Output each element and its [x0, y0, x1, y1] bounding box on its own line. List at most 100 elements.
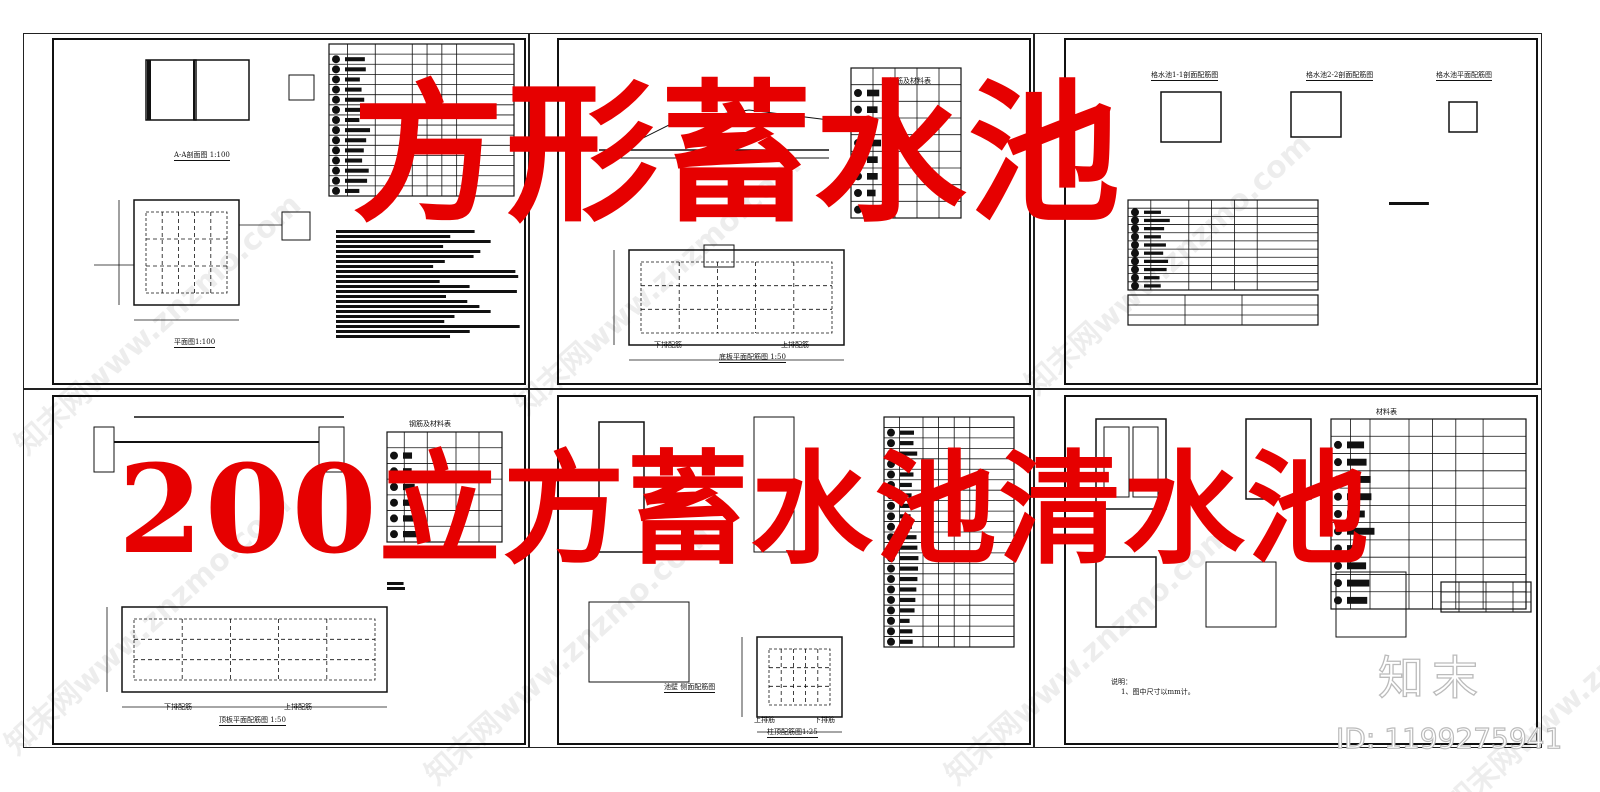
marker-circle: [1334, 440, 1342, 449]
text-bar: [1347, 545, 1362, 552]
text-bar: [1389, 202, 1429, 205]
drawing-sheet-pit-reinforcement[interactable]: 格水池1-1剖面配筋图 格水池2-2剖面配筋图 格水池平面配筋图: [1064, 38, 1538, 385]
marker-circle: [1131, 257, 1139, 266]
id-label: ID: 1199275941: [1335, 721, 1563, 755]
caption: 格水池2-2剖面配筋图: [1306, 71, 1374, 81]
drawing-rect: [1127, 294, 1319, 326]
marker-circle: [332, 166, 340, 175]
text-bar: [336, 250, 481, 253]
text-bar: [345, 138, 367, 143]
drawing-rect: [753, 416, 795, 553]
text-bar: [900, 618, 910, 623]
text-bar: [1347, 596, 1368, 604]
text-bar: [387, 587, 405, 590]
column-divider: [528, 33, 530, 748]
drawing-rect: [133, 618, 376, 681]
text-bar: [336, 265, 434, 268]
text-bar: [1144, 259, 1169, 263]
text-bar: [900, 629, 913, 634]
marker-circle: [887, 533, 895, 542]
text-bar: [1144, 218, 1170, 223]
text-bar: [900, 639, 913, 644]
marker-circle: [390, 451, 398, 460]
marker-circle: [332, 126, 340, 135]
text-bar: [1347, 441, 1365, 449]
caption: A-A剖面图 1:100: [174, 151, 230, 161]
text-bar: [900, 441, 914, 446]
drawing-rect: [703, 244, 735, 268]
drawing-rect: [1290, 91, 1342, 138]
drawing-sheet-details[interactable]: 材料表 说明： 1、图中尺寸以mm计。: [1064, 395, 1538, 745]
drawing-rect: [588, 601, 690, 683]
caption: 钢筋及材料表: [409, 420, 451, 428]
marker-circle: [1131, 281, 1139, 290]
text-bar: [900, 608, 915, 613]
text-bar: [900, 535, 917, 540]
marker-circle: [1131, 224, 1139, 233]
text-bar: [1347, 510, 1365, 518]
text-bar: [1144, 243, 1166, 247]
text-bar: [900, 430, 915, 435]
marker-circle: [332, 116, 340, 124]
text-bar: [336, 335, 451, 338]
drawing-rect: [1095, 418, 1167, 510]
caption: 顶板平面配筋图 1:50: [219, 716, 286, 726]
text-bar: [867, 189, 876, 197]
drawing-sheet-floor-reinforcement[interactable]: 钢筋及材料表 底板平面配筋图 1:50 下排配筋 上排配筋: [557, 38, 1031, 385]
text-bar: [387, 582, 404, 585]
text-bar: [345, 87, 362, 92]
text-bar: [336, 245, 444, 248]
text-bar: [900, 493, 912, 498]
text-bar: [403, 468, 412, 475]
caption: 格水池平面配筋图: [1436, 71, 1492, 81]
drawing-rect: [850, 67, 962, 219]
marker-circle: [887, 439, 895, 448]
text-bar: [345, 107, 366, 112]
drawing-rect: [145, 59, 197, 121]
text-bar: [336, 325, 520, 328]
text-bar: [900, 576, 918, 582]
drawing-sheet-section-plan[interactable]: A-A剖面图 1:100 平面图1:100: [52, 38, 526, 385]
caption: 平面图1:100: [174, 338, 216, 348]
marker-circle: [887, 470, 895, 479]
text-bar: [900, 451, 918, 456]
text-bar: [345, 97, 365, 102]
marker-circle: [887, 512, 895, 521]
marker-circle: [332, 65, 340, 74]
text-bar: [336, 230, 475, 233]
text-bar: [336, 270, 516, 273]
text-bar: [345, 57, 365, 62]
drawing-sheet-roof-reinforcement[interactable]: 钢筋及材料表 顶板平面配筋图 1:50 下排配筋 上排配筋: [52, 395, 526, 745]
marker-circle: [854, 155, 862, 164]
marker-circle: [390, 530, 398, 539]
caption: 格水池1-1剖面配筋图: [1151, 71, 1219, 81]
drawing-rect: [628, 249, 845, 346]
text-bar: [336, 330, 470, 333]
marker-circle: [390, 514, 398, 523]
text-bar: [1347, 527, 1375, 535]
marker-circle: [1131, 216, 1139, 225]
drawing-linework: [1127, 91, 1478, 326]
drawing-rect: [328, 43, 515, 197]
text-bar: [345, 168, 369, 173]
marker-circle: [887, 595, 895, 604]
drawing-linework: [93, 416, 503, 708]
text-bar: [1144, 284, 1161, 288]
drawing-rect: [193, 59, 250, 121]
caption: 下排配筋: [164, 703, 192, 711]
text-bar: [867, 206, 883, 213]
marker-circle: [854, 205, 862, 214]
drawing-rect: [133, 199, 240, 306]
marker-circle: [887, 480, 895, 489]
drawing-linework: [588, 416, 1015, 733]
text-bar: [867, 89, 880, 97]
text-bar: [345, 117, 360, 123]
drawing-linework: [1095, 418, 1532, 638]
marker-circle: [1131, 208, 1139, 217]
text-bar: [1347, 476, 1371, 483]
marker-circle: [887, 501, 895, 510]
text-bar: [1144, 251, 1164, 255]
marker-circle: [854, 189, 862, 197]
drawing-sheet-wall-reinforcement[interactable]: 池壁 侧面配筋图 柱顶配筋图1:25 上排筋 下排筋: [557, 395, 1031, 745]
